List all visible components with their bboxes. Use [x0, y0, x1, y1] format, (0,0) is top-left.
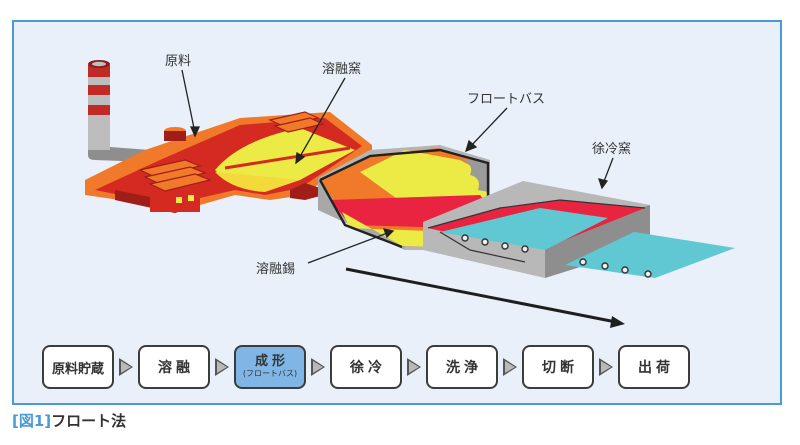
- rollers: [461, 234, 652, 278]
- annealing-lehr: [423, 181, 735, 278]
- flow-step-forming: 成形 (フロートバス): [234, 345, 306, 389]
- label-raw-material: 原料: [165, 54, 192, 69]
- flow-step-label: 成形: [254, 354, 289, 369]
- label-melting-furnace: 溶融窯: [322, 62, 362, 77]
- flow-arrow-icon: [215, 358, 229, 376]
- figure-number: [図1]: [12, 412, 52, 430]
- flow-step-washing: 洗浄: [426, 345, 498, 389]
- flow-step-label: 洗浄: [446, 360, 482, 376]
- label-float-bath: フロートバス: [467, 92, 546, 107]
- flow-arrow-icon: [503, 358, 517, 376]
- flow-arrow-icon: [311, 358, 325, 376]
- chimney: [88, 60, 150, 162]
- flow-step-annealing: 徐冷: [330, 345, 402, 389]
- figure-caption: [図1]フロート法: [12, 410, 126, 431]
- flow-step-raw-storage: 原料貯蔵: [42, 345, 114, 389]
- figure-title: フロート法: [51, 412, 127, 430]
- flow-step-label: 徐冷: [350, 360, 386, 376]
- melting-furnace: [85, 111, 372, 213]
- flow-arrow-icon: [119, 358, 133, 376]
- flow-step-label: 溶融: [158, 360, 194, 376]
- process-flow: 原料貯蔵 溶融 成形 (フロートバス) 徐冷 洗浄 切断 出荷: [42, 345, 762, 391]
- label-annealing-lehr: 徐冷窯: [592, 142, 632, 157]
- flow-step-sublabel: (フロートバス): [242, 369, 298, 378]
- process-direction-arrow: [345, 267, 625, 328]
- label-molten-tin: 溶融錫: [256, 262, 296, 277]
- flow-step-melting: 溶融: [138, 345, 210, 389]
- flow-step-label: 原料貯蔵: [51, 361, 104, 377]
- flow-arrow-icon: [407, 358, 421, 376]
- flow-step-label: 切断: [542, 360, 578, 376]
- flow-step-shipping: 出荷: [618, 345, 690, 389]
- pointer-arrows: [181, 69, 614, 264]
- flow-step-label: 出荷: [638, 360, 674, 376]
- flow-step-cutting: 切断: [522, 345, 594, 389]
- flow-arrow-icon: [599, 358, 613, 376]
